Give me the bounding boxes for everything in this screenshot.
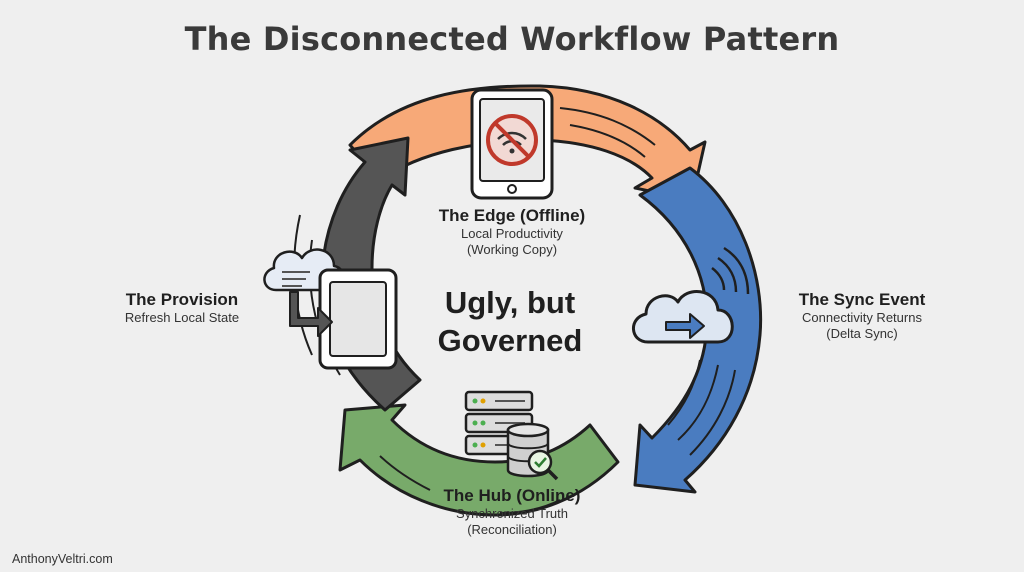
- stage-hub-title: The Hub (Online): [443, 486, 581, 505]
- stage-sync-title: The Sync Event: [798, 290, 926, 309]
- center-label-line1: Ugly, but: [444, 285, 576, 320]
- stage-sync: The Sync Event Connectivity Returns (Del…: [752, 290, 972, 342]
- stage-edge-title: The Edge (Offline): [438, 206, 586, 225]
- stage-hub: The Hub (Online) Synchronized Truth (Rec…: [402, 486, 622, 538]
- stage-edge-line1: Local Productivity: [461, 226, 563, 241]
- stage-provision: The Provision Refresh Local State: [82, 290, 282, 326]
- stage-edge: The Edge (Offline) Local Productivity (W…: [402, 206, 622, 258]
- stage-sync-line1: Connectivity Returns: [802, 310, 922, 325]
- center-label: Ugly, but Governed: [395, 284, 625, 360]
- stage-hub-line2: (Reconciliation): [467, 522, 557, 537]
- cloud-to-tablet-icon: [263, 248, 398, 370]
- stage-provision-title: The Provision: [125, 290, 239, 309]
- stage-edge-line2: (Working Copy): [466, 242, 558, 257]
- cloud-upload-icon: [632, 246, 750, 344]
- page-title: The Disconnected Workflow Pattern: [184, 20, 840, 58]
- site-credit: AnthonyVeltri.com: [12, 552, 113, 566]
- stage-provision-line1: Refresh Local State: [124, 310, 240, 325]
- tablet-no-wifi-icon: [470, 88, 554, 200]
- server-database-icon: [464, 390, 559, 481]
- center-label-line2: Governed: [437, 323, 583, 358]
- stage-hub-line1: Synchronized Truth: [455, 506, 568, 521]
- sync-arrow: [633, 166, 763, 494]
- stage-sync-line2: (Delta Sync): [826, 326, 898, 341]
